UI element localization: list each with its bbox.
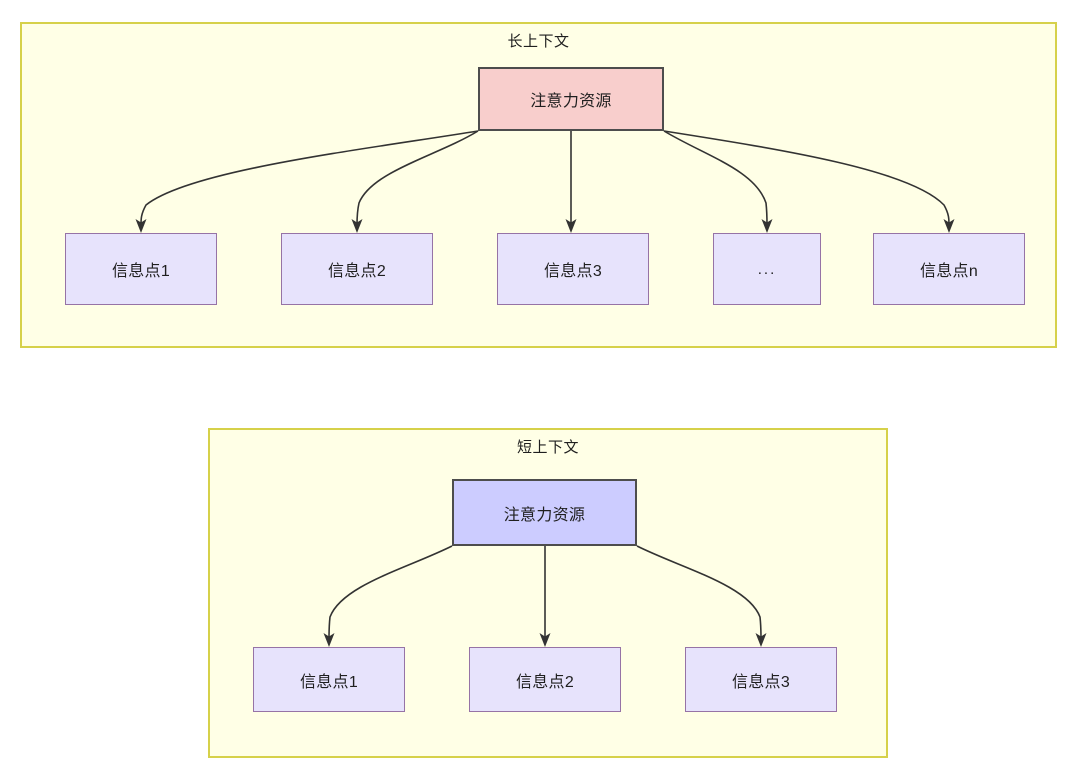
node-info-point-long-ellipsis[interactable]: ... <box>713 233 821 305</box>
node-info-point-short-1[interactable]: 信息点1 <box>253 647 405 712</box>
node-info-point-long-3[interactable]: 信息点3 <box>497 233 649 305</box>
node-info-point-short-3[interactable]: 信息点3 <box>685 647 837 712</box>
node-info-point-long-1[interactable]: 信息点1 <box>65 233 217 305</box>
node-info-point-long-2[interactable]: 信息点2 <box>281 233 433 305</box>
node-info-point-short-2[interactable]: 信息点2 <box>469 647 621 712</box>
group-long-context-title: 长上下文 <box>507 33 570 50</box>
node-attention-resource-long[interactable]: 注意力资源 <box>478 67 664 131</box>
group-short-context-title: 短上下文 <box>516 439 579 456</box>
node-info-point-long-n[interactable]: 信息点n <box>873 233 1025 305</box>
node-attention-resource-short[interactable]: 注意力资源 <box>452 479 637 546</box>
